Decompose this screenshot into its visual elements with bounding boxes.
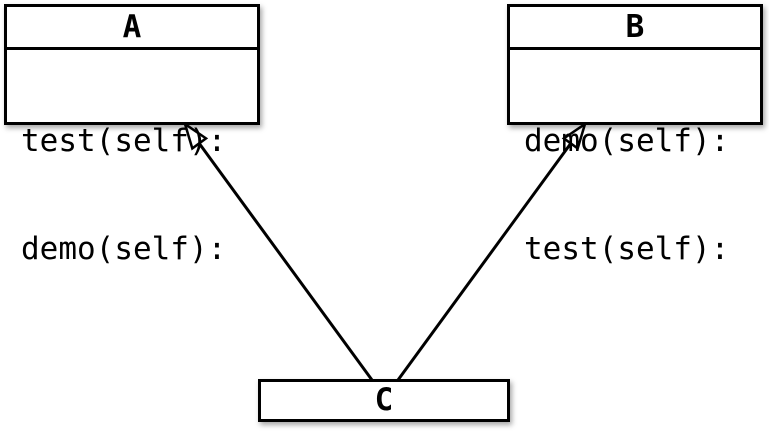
method-item: demo(self):	[524, 123, 730, 159]
class-box-b: B demo(self): test(self):	[507, 4, 763, 267]
method-item: test(self):	[21, 123, 227, 159]
method-item: test(self):	[524, 231, 730, 267]
class-b-methods: demo(self): test(self):	[510, 50, 760, 339]
class-a-methods: test(self): demo(self):	[7, 50, 257, 339]
method-item: demo(self):	[21, 231, 227, 267]
class-b-name: B	[510, 7, 760, 50]
class-box-c: C	[258, 379, 510, 422]
class-box-a: A test(self): demo(self):	[4, 4, 260, 267]
class-c-name: C	[374, 382, 394, 418]
class-a-name: A	[7, 7, 257, 50]
